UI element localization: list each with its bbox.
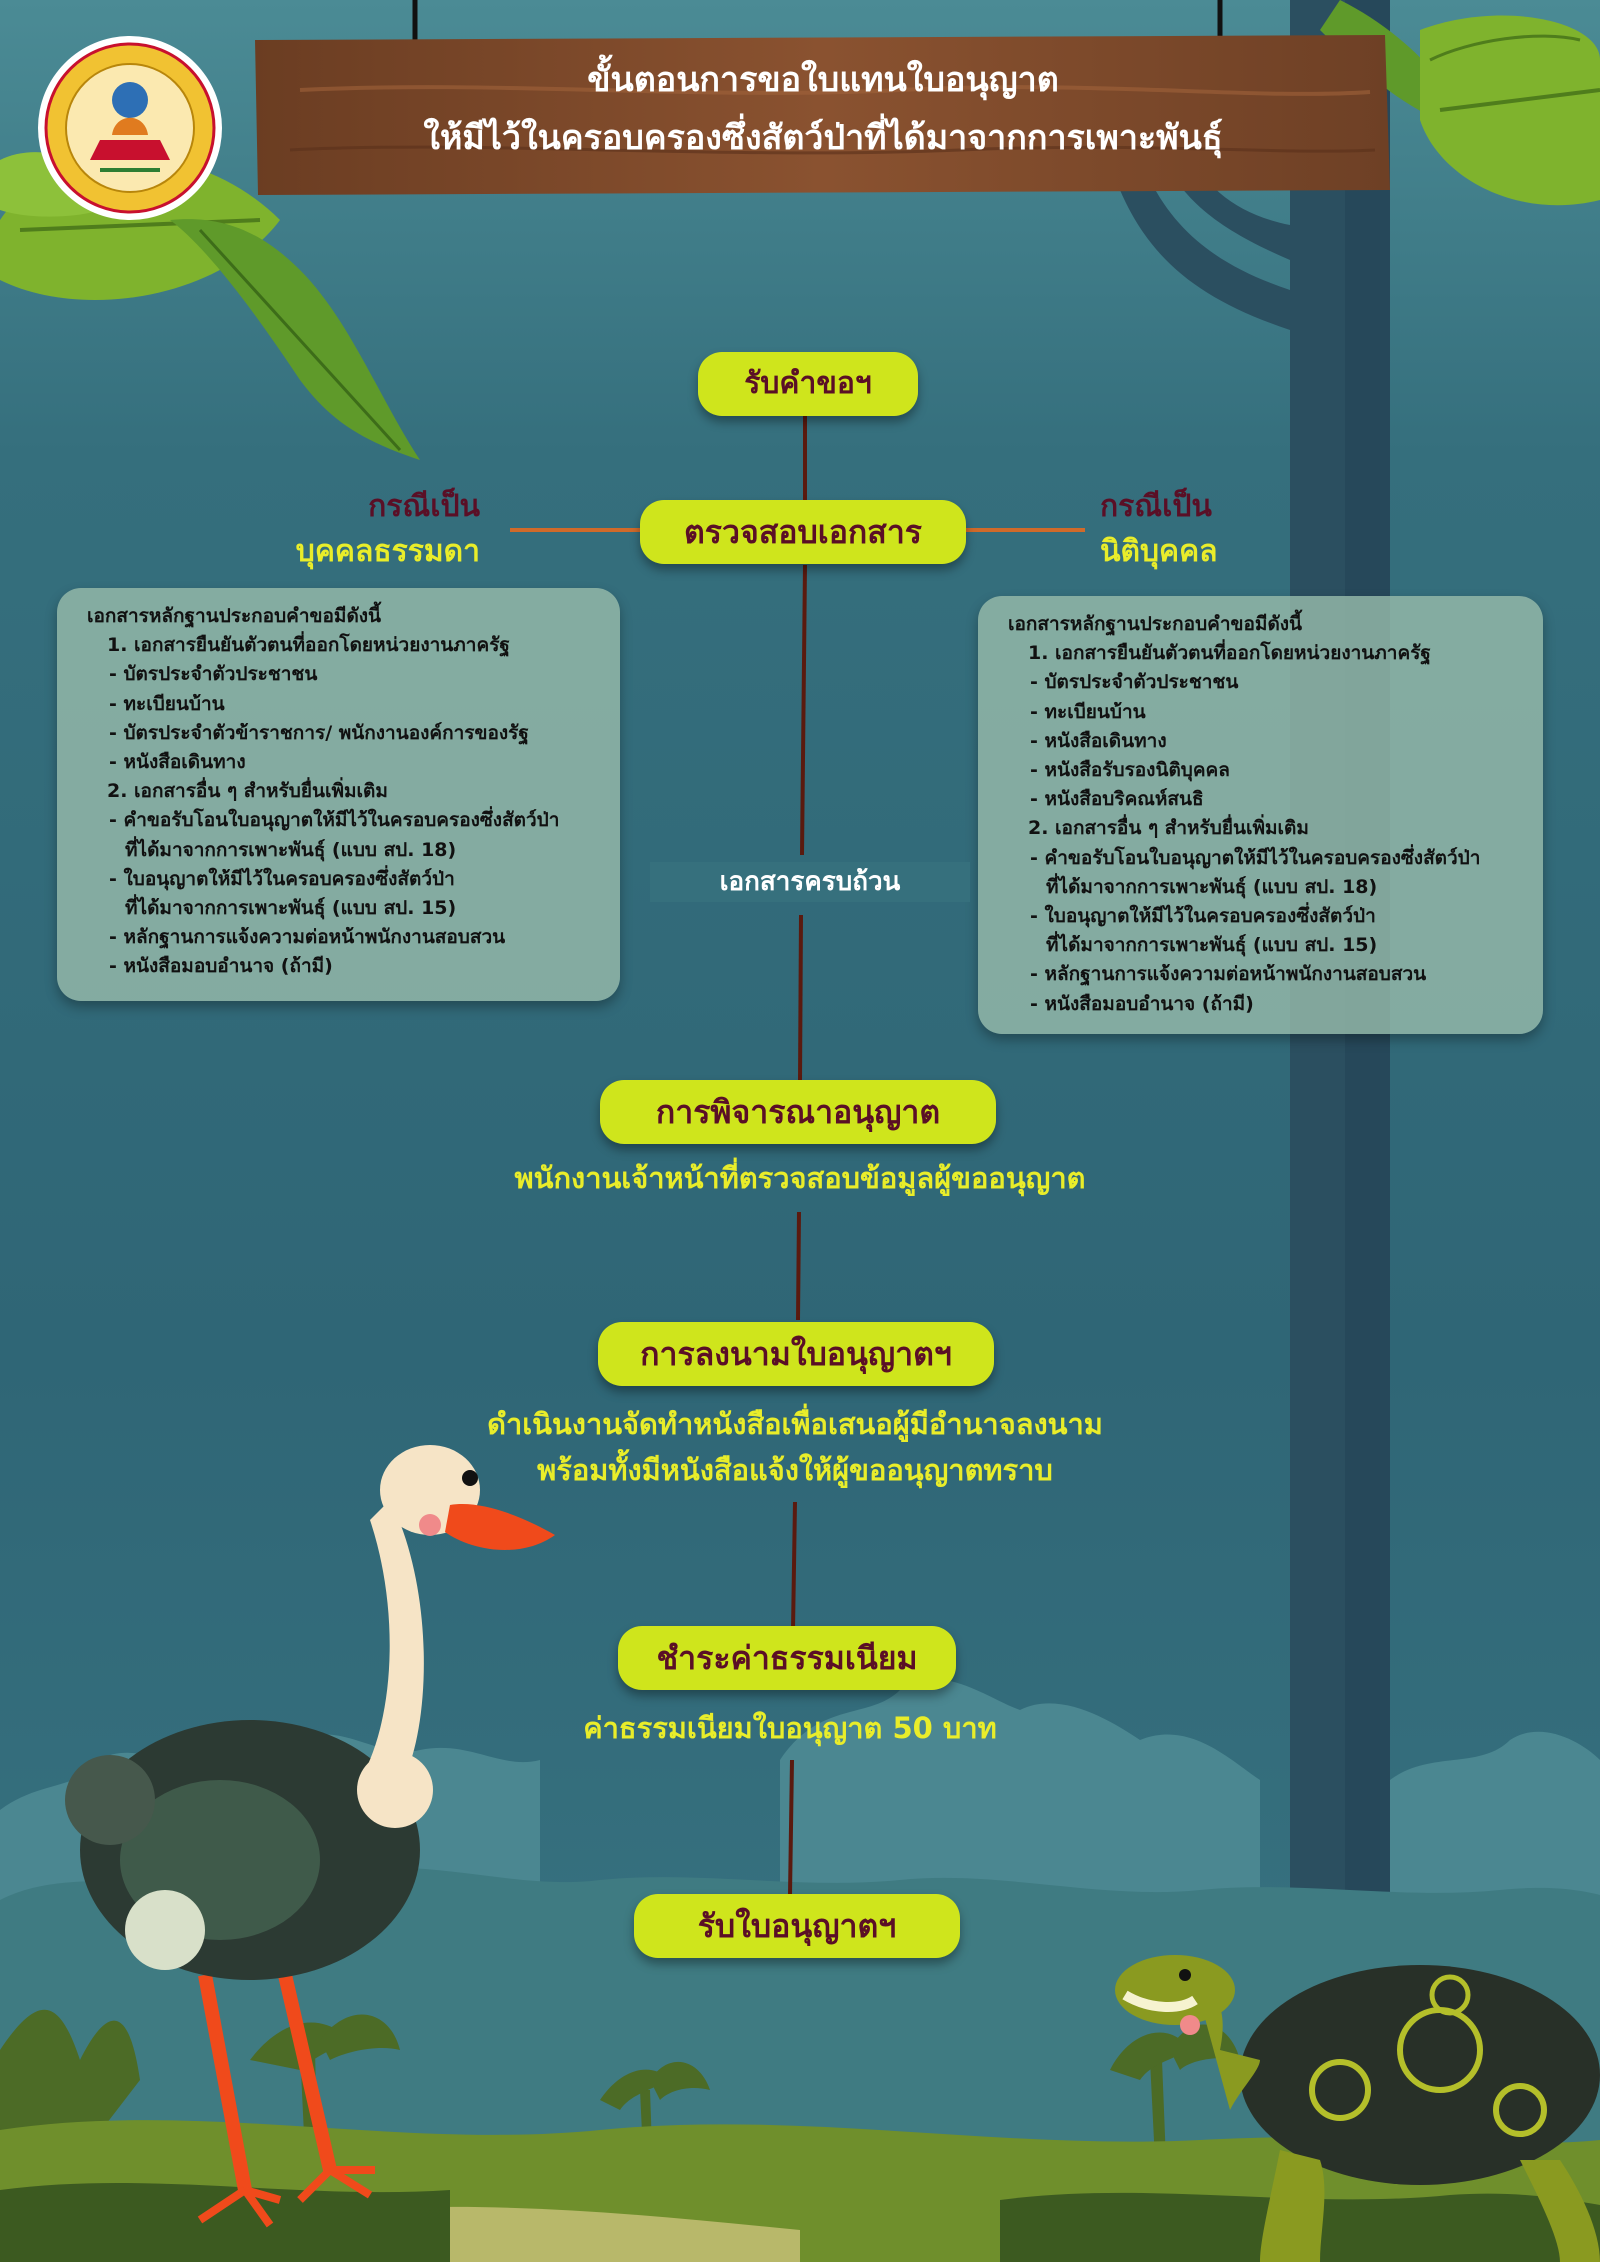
step-sign-license: การลงนามใบอนุญาตฯ bbox=[598, 1322, 994, 1386]
step-check-documents: ตรวจสอบเอกสาร bbox=[640, 500, 966, 564]
document-list-item: เอกสารหลักฐานประกอบคำขอมีดังนี้ bbox=[87, 605, 382, 627]
left-case-line-2: บุคคลธรรมดา bbox=[295, 534, 480, 569]
document-list-item: 2. เอกสารอื่น ๆ สำหรับยื่นเพิ่มเติม bbox=[107, 780, 388, 803]
documents-complete-label: เอกสารครบถ้วน bbox=[650, 862, 970, 902]
turtle-illustration bbox=[1115, 1955, 1600, 2262]
document-list-item: - คำขอรับโอนใบอนุญาตให้มีไว้ในครอบครองซึ… bbox=[109, 809, 560, 832]
step-consider-permit: การพิจารณาอนุญาต bbox=[600, 1080, 996, 1144]
document-list-item: 2. เอกสารอื่น ๆ สำหรับยื่นเพิ่มเติม bbox=[1028, 817, 1309, 840]
right-document-list: เอกสารหลักฐานประกอบคำขอมีดังนี้ 1. เอกสาร… bbox=[978, 596, 1543, 1034]
document-list-item: - บัตรประจำตัวประชาชน bbox=[109, 663, 318, 686]
document-list-item: - หนังสือเดินทาง bbox=[1030, 729, 1167, 752]
page-title-line-2: ให้มีไว้ในครอบครองซึ่งสัตว์ป่าที่ได้มาจา… bbox=[423, 118, 1223, 158]
left-document-list: เอกสารหลักฐานประกอบคำขอมีดังนี้ 1. เอกสาร… bbox=[57, 588, 620, 1001]
page-title-line-1: ขั้นตอนการขอใบแทนใบอนุญาต bbox=[587, 60, 1059, 100]
right-case-line-1: กรณีเป็น bbox=[1100, 489, 1212, 524]
document-list-item: - หนังสือรับรองนิติบุคคล bbox=[1030, 759, 1230, 782]
ostrich-illustration bbox=[65, 1445, 555, 2228]
document-list-item: เอกสารหลักฐานประกอบคำขอมีดังนี้ bbox=[1008, 613, 1303, 635]
document-list-item: ที่ได้มาจากการเพาะพันธุ์ (แบบ สป. 18) bbox=[1046, 875, 1378, 898]
step-pay-fee: ชำระค่าธรรมเนียม bbox=[618, 1626, 956, 1690]
ground bbox=[0, 2182, 450, 2262]
leaves-top-right bbox=[1320, 0, 1600, 206]
step-receive-request: รับคำขอฯ bbox=[698, 352, 918, 416]
document-list-item: - คำขอรับโอนใบอนุญาตให้มีไว้ในครอบครองซึ… bbox=[1030, 846, 1481, 869]
document-list-item: - หนังสือมอบอำนาจ (ถ้ามี) bbox=[1030, 992, 1254, 1015]
document-list-item: ที่ได้มาจากการเพาะพันธุ์ (แบบ สป. 18) bbox=[125, 838, 457, 861]
step-receive-license: รับใบอนุญาตฯ bbox=[634, 1894, 960, 1958]
document-list-item: ที่ได้มาจากการเพาะพันธุ์ (แบบ สป. 15) bbox=[1046, 934, 1378, 957]
document-list-item: - ทะเบียนบ้าน bbox=[109, 692, 225, 715]
document-list-item: - หนังสือเดินทาง bbox=[109, 751, 246, 774]
document-list-item: - หลักฐานการแจ้งความต่อหน้าพนักงานสอบสวน bbox=[1030, 963, 1427, 986]
document-list-item: 1. เอกสารยืนยันตัวตนที่ออกโดยหน่วยงานภาค… bbox=[1028, 642, 1431, 665]
document-list-item: ที่ได้มาจากการเพาะพันธุ์ (แบบ สป. 15) bbox=[125, 897, 457, 920]
right-case-line-2: นิติบุคคล bbox=[1100, 534, 1218, 569]
consider-description: พนักงานเจ้าหน้าที่ตรวจสอบข้อมูลผู้ขออนุญ… bbox=[514, 1161, 1086, 1195]
sign-description-line-1: ดำเนินงานจัดทำหนังสือเพื่อเสนอผู้มีอำนาจ… bbox=[487, 1407, 1103, 1441]
sign-description-line-2: พร้อมทั้งมีหนังสือแจ้งให้ผู้ขออนุญาตทราบ bbox=[537, 1453, 1053, 1487]
tree-trunk bbox=[1120, 0, 1390, 2262]
document-list-item: - หลักฐานการแจ้งความต่อหน้าพนักงานสอบสวน bbox=[109, 926, 506, 949]
document-list-item: - บัตรประจำตัวประชาชน bbox=[1030, 671, 1239, 694]
document-list-item: 1. เอกสารยืนยันตัวตนที่ออกโดยหน่วยงานภาค… bbox=[107, 634, 510, 657]
flow-connector bbox=[788, 410, 807, 1896]
left-case-line-1: กรณีเป็น bbox=[368, 489, 480, 524]
fee-description: ค่าธรรมเนียมใบอนุญาต 50 บาท bbox=[583, 1711, 997, 1745]
document-list-item: - บัตรประจำตัวข้าราชการ/ พนักงานองค์การข… bbox=[109, 721, 529, 744]
department-emblem bbox=[38, 36, 222, 220]
leaves-top-left bbox=[0, 152, 420, 460]
document-list-item: - หนังสือบริคณห์สนธิ bbox=[1030, 788, 1204, 811]
document-list-item: - ใบอนุญาตให้มีไว้ในครอบครองซึ่งสัตว์ป่า bbox=[1030, 905, 1376, 928]
title-signboard bbox=[255, 0, 1390, 195]
document-list-item: - ใบอนุญาตให้มีไว้ในครอบครองซึ่งสัตว์ป่า bbox=[109, 867, 455, 890]
document-list-item: - หนังสือมอบอำนาจ (ถ้ามี) bbox=[109, 955, 333, 978]
document-list-item: - ทะเบียนบ้าน bbox=[1030, 700, 1146, 723]
